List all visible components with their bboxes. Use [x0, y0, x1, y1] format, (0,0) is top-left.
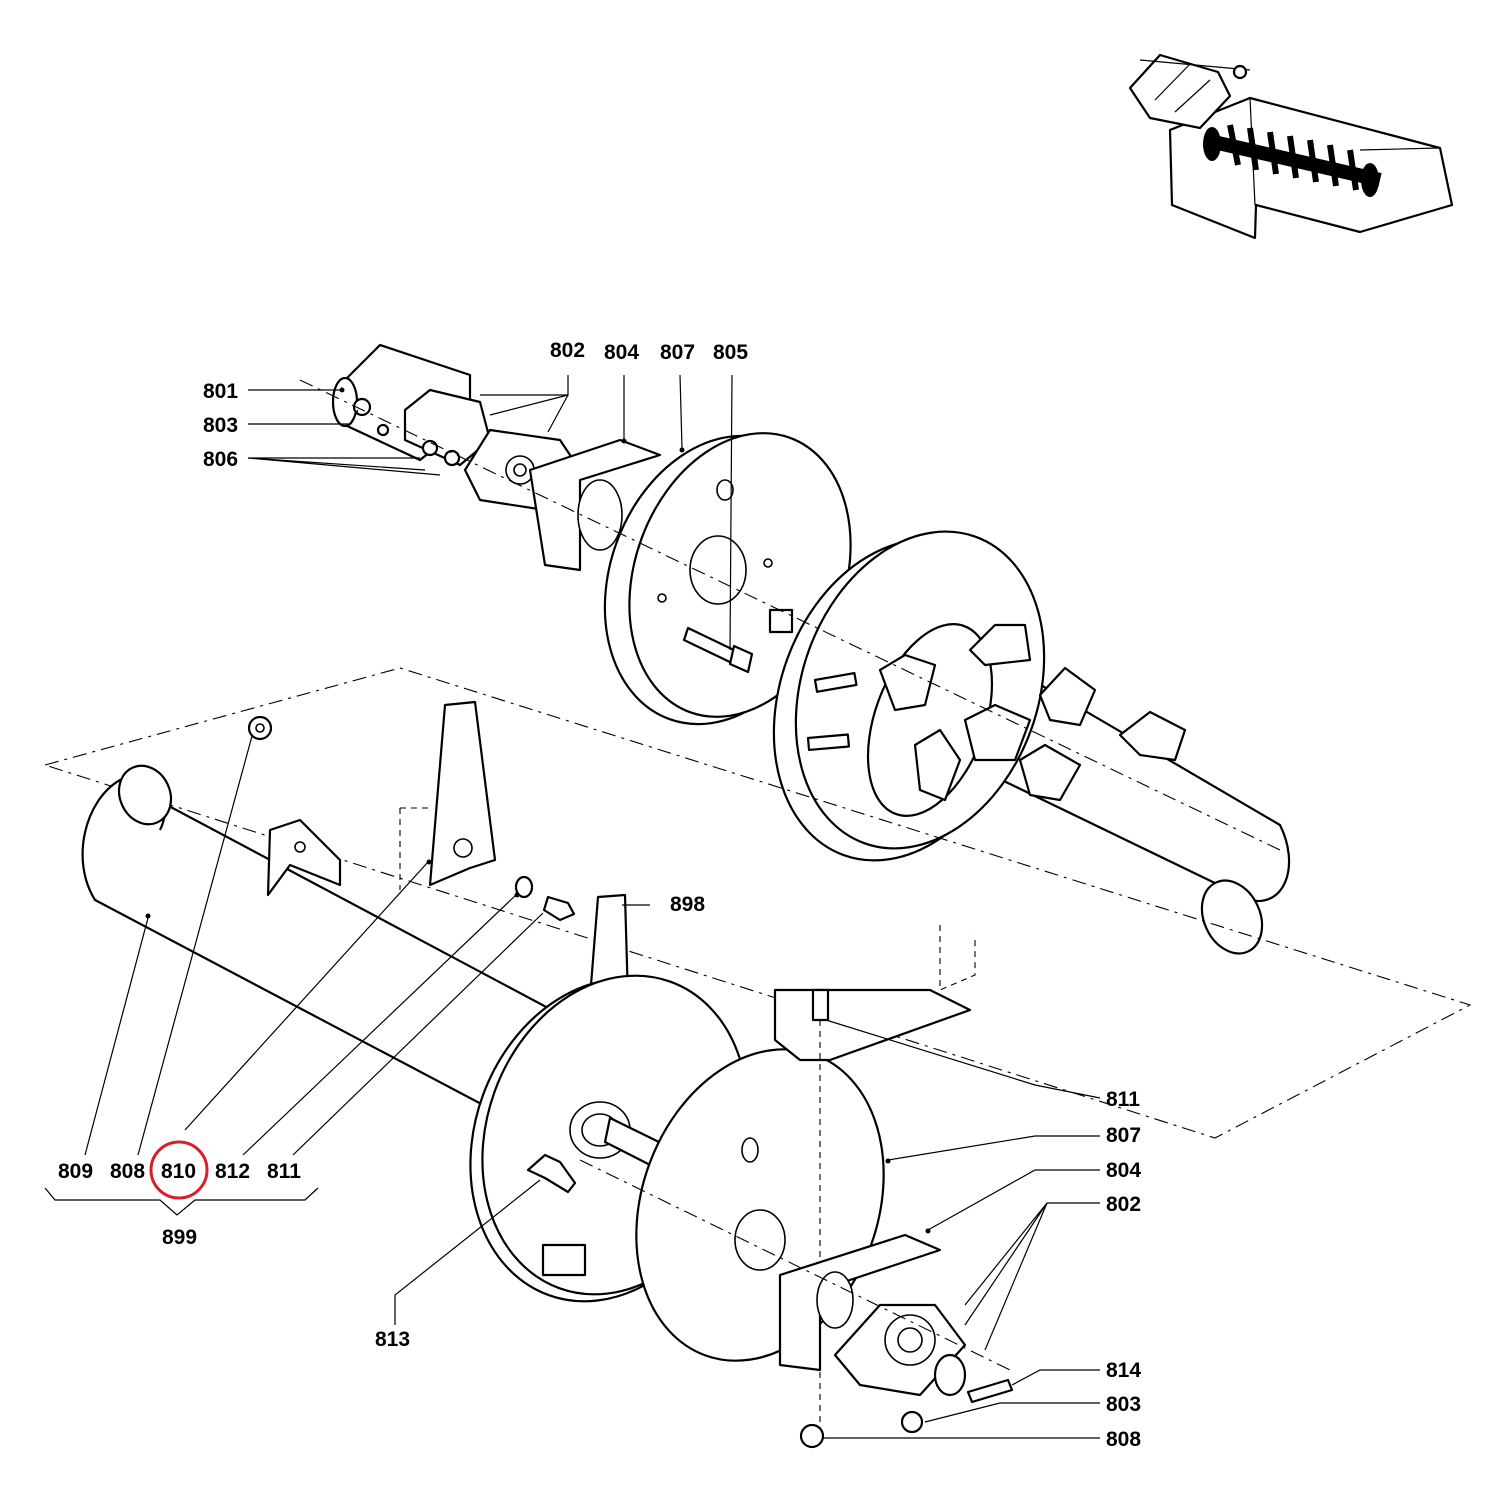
callout-899-group: 899 [162, 1226, 197, 1249]
callout-807: 807 [660, 341, 695, 364]
callout-802: 802 [550, 339, 585, 362]
callout-801: 801 [203, 380, 238, 403]
callout-814: 814 [1106, 1359, 1141, 1382]
brush-roller-silhouette [1203, 124, 1382, 197]
callout-803-right: 803 [1106, 1393, 1141, 1416]
callout-810: 810 [161, 1160, 196, 1183]
callout-813: 813 [375, 1328, 410, 1351]
callout-808: 808 [110, 1160, 145, 1183]
callout-804: 804 [604, 341, 639, 364]
callout-811: 811 [267, 1160, 301, 1183]
callout-806: 806 [203, 448, 238, 471]
callout-898: 898 [670, 893, 705, 916]
callout-809: 809 [58, 1160, 93, 1183]
highlight-circle [149, 1140, 209, 1200]
callout-807-right: 807 [1106, 1124, 1141, 1147]
leader-lines [44, 374, 1101, 1439]
callout-812: 812 [215, 1160, 250, 1183]
callout-803: 803 [203, 414, 238, 437]
bottom-assembly [81, 700, 1014, 1449]
callout-804-right: 804 [1106, 1159, 1141, 1182]
callout-811-right: 811 [1106, 1088, 1140, 1111]
locator-thumbnail [1128, 53, 1454, 240]
callout-802-right: 802 [1106, 1193, 1141, 1216]
callout-808-right: 808 [1106, 1428, 1141, 1451]
callouts: 801 803 806 802 804 807 805 898 811 807 … [58, 339, 1141, 1451]
callout-805: 805 [713, 341, 748, 364]
top-assembly [299, 343, 1291, 955]
